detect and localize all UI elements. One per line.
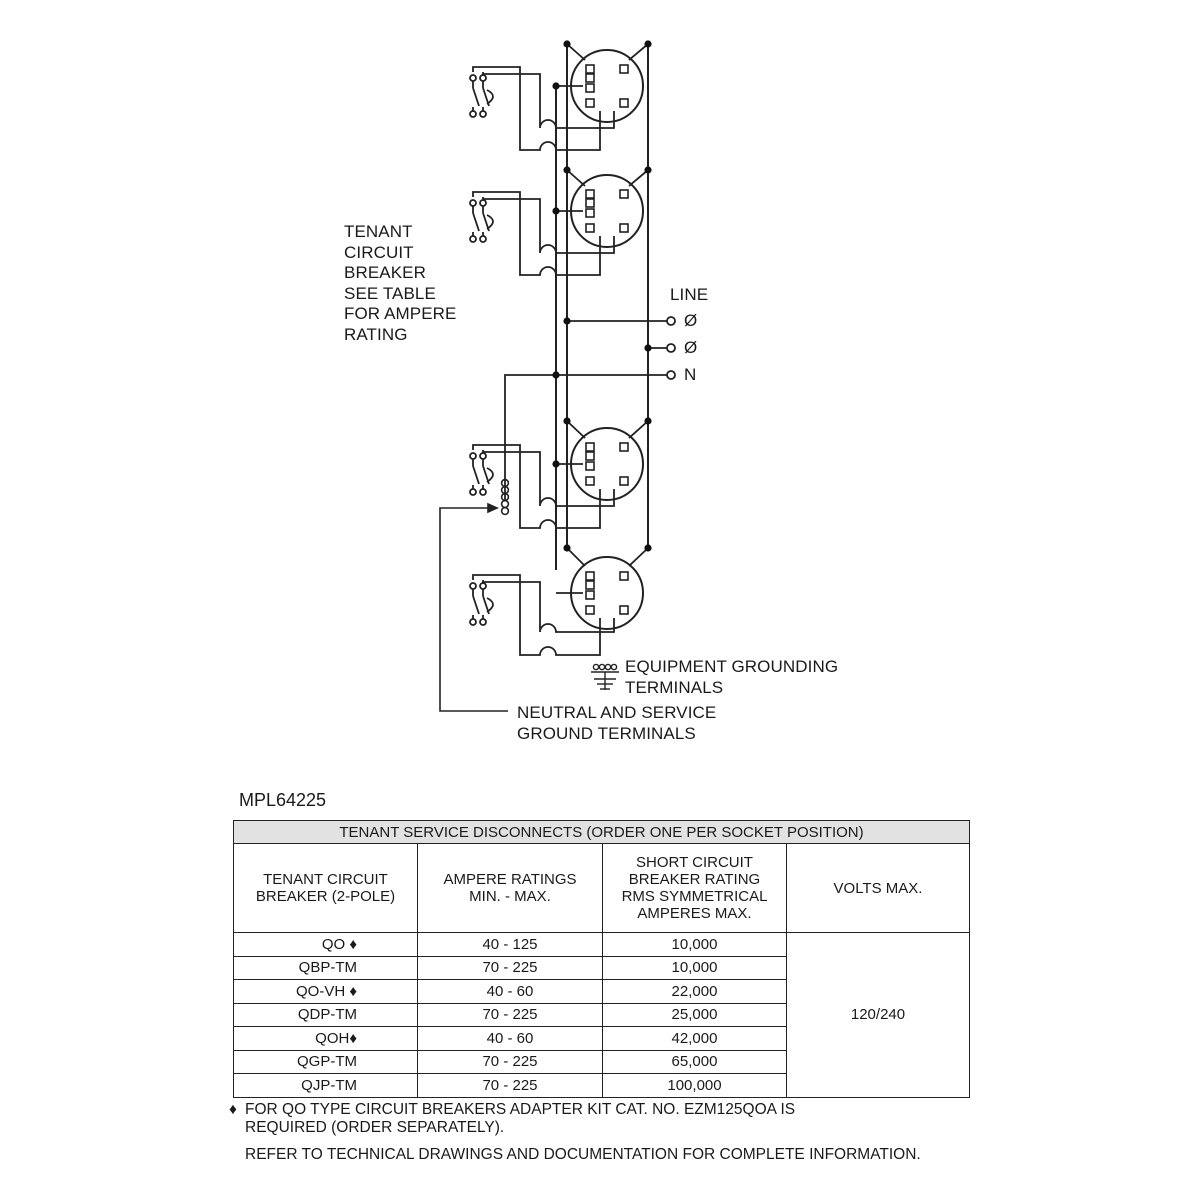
column-header: SHORT CIRCUIT BREAKER RATING RMS SYMMETR… bbox=[602, 843, 787, 933]
breaker-name: QJP-TM bbox=[301, 1076, 357, 1094]
short-circuit-cell: 100,000 bbox=[602, 1073, 787, 1098]
breaker-name: QOH bbox=[315, 1029, 350, 1047]
breaker-name: QDP-TM bbox=[297, 1006, 357, 1024]
amps-cell: 40 - 125 bbox=[417, 932, 603, 957]
amps-cell: 70 - 225 bbox=[417, 955, 603, 980]
model-number: MPL64225 bbox=[239, 790, 327, 810]
breaker-name: QGP-TM bbox=[297, 1053, 357, 1071]
ground-label-line: EQUIPMENT GROUNDING bbox=[625, 657, 839, 676]
callout-line: SEE TABLE bbox=[344, 283, 436, 303]
column-header: TENANT CIRCUIT BREAKER (2-POLE) bbox=[233, 843, 418, 933]
header-line: AMPERES MAX. bbox=[637, 905, 752, 922]
breaker-symbol bbox=[469, 582, 494, 626]
ground-label-line: TERMINALS bbox=[625, 677, 724, 697]
callout-line: RATING bbox=[344, 324, 408, 344]
diamond-icon: ♦ bbox=[349, 935, 357, 953]
table-row: QBP-TM 70 - 225 10,000 bbox=[233, 955, 970, 980]
table-row: QO-VH ♦ 40 - 60 22,000 bbox=[233, 979, 970, 1004]
header-line: RMS SYMMETRICAL bbox=[621, 888, 768, 905]
terminal-circles bbox=[666, 316, 676, 380]
header-line: MIN. - MAX. bbox=[469, 888, 551, 905]
reference-note: REFER TO TECHNICAL DRAWINGS AND DOCUMENT… bbox=[245, 1146, 921, 1163]
short-circuit-cell: 25,000 bbox=[602, 1002, 787, 1027]
table-row: QJP-TM 70 - 225 100,000 bbox=[233, 1073, 970, 1098]
footnote: ♦ FOR QO TYPE CIRCUIT BREAKERS ADAPTER K… bbox=[229, 1101, 921, 1137]
column-header: VOLTS MAX. bbox=[786, 843, 970, 933]
breaker-symbol bbox=[469, 199, 494, 243]
header-line: VOLTS MAX. bbox=[833, 879, 923, 897]
table-row: QO ♦ 40 - 125 10,000 120/240 bbox=[233, 932, 970, 1098]
disconnects-table: TENANT SERVICE DISCONNECTS (ORDER ONE PE… bbox=[233, 820, 970, 1098]
neutral-ground-label-line: GROUND TERMINALS bbox=[517, 723, 696, 743]
header-line: SHORT CIRCUIT bbox=[636, 854, 753, 871]
neutral-leader bbox=[439, 502, 508, 712]
phase-label: Ø bbox=[684, 311, 698, 330]
amps-cell: 70 - 225 bbox=[417, 1049, 603, 1074]
table-row: QGP-TM 70 - 225 65,000 bbox=[233, 1049, 970, 1074]
breaker-cell: QOH♦ bbox=[233, 1026, 418, 1051]
line-label: LINE bbox=[670, 285, 709, 304]
wiring-diagram bbox=[439, 40, 676, 712]
diamond-icon: ♦ bbox=[349, 1029, 357, 1047]
breaker-cell: QBP-TM bbox=[233, 955, 418, 980]
table-title: TENANT SERVICE DISCONNECTS (ORDER ONE PE… bbox=[233, 820, 970, 844]
header-line: BREAKER (2-POLE) bbox=[255, 888, 396, 905]
callout-line: FOR AMPERE bbox=[344, 304, 457, 323]
short-circuit-cell: 65,000 bbox=[602, 1049, 787, 1074]
footnote-line: REQUIRED (ORDER SEPARATELY). bbox=[245, 1119, 505, 1136]
header-line: BREAKER RATING bbox=[628, 871, 761, 888]
junction-dots bbox=[552, 40, 652, 552]
breaker-callout: TENANT CIRCUIT BREAKER SEE TABLE FOR AMP… bbox=[344, 222, 456, 345]
callout-line: TENANT bbox=[344, 222, 413, 241]
footnotes: ♦ FOR QO TYPE CIRCUIT BREAKERS ADAPTER K… bbox=[229, 1101, 921, 1164]
short-circuit-cell: 10,000 bbox=[602, 932, 787, 957]
breaker-cell: QO-VH ♦ bbox=[233, 979, 418, 1004]
diamond-icon: ♦ bbox=[349, 982, 357, 1000]
breaker-cell: QDP-TM bbox=[233, 1002, 418, 1027]
amps-cell: 40 - 60 bbox=[417, 1026, 603, 1051]
footnote-line: FOR QO TYPE CIRCUIT BREAKERS ADAPTER KIT… bbox=[245, 1101, 796, 1118]
table-row: QOH♦ 40 - 60 42,000 bbox=[233, 1026, 970, 1051]
breaker-cell: QJP-TM bbox=[233, 1073, 418, 1098]
neutral-ground-label: NEUTRAL AND SERVICE GROUND TERMINALS bbox=[517, 703, 716, 744]
amps-cell: 70 - 225 bbox=[417, 1073, 603, 1098]
short-circuit-cell: 22,000 bbox=[602, 979, 787, 1004]
neutral-bar bbox=[500, 478, 510, 516]
callout-line: CIRCUIT bbox=[344, 242, 414, 262]
amps-cell: 40 - 60 bbox=[417, 979, 603, 1004]
breaker-symbol bbox=[469, 74, 494, 118]
breaker-name: QO-VH bbox=[296, 982, 346, 1000]
short-circuit-cell: 42,000 bbox=[602, 1026, 787, 1051]
header-line: TENANT CIRCUIT bbox=[263, 871, 388, 888]
breaker-symbol bbox=[469, 452, 494, 496]
breaker-cell: QO ♦ bbox=[233, 932, 418, 957]
breaker-wiring bbox=[472, 66, 615, 656]
neutral-ground-label-line: NEUTRAL AND SERVICE bbox=[517, 703, 717, 722]
breaker-cell: QGP-TM bbox=[233, 1049, 418, 1074]
breaker-name: QO bbox=[321, 935, 346, 953]
breaker-name: QBP-TM bbox=[298, 959, 357, 977]
neutral-label-n: N bbox=[684, 365, 697, 384]
table-row: QDP-TM 70 - 225 25,000 bbox=[233, 1002, 970, 1027]
header-line: AMPERE RATINGS bbox=[443, 871, 577, 888]
amps-cell: 70 - 225 bbox=[417, 1002, 603, 1027]
column-header: AMPERE RATINGS MIN. - MAX. bbox=[417, 843, 603, 933]
volts-cell: 120/240 bbox=[786, 932, 970, 1098]
socket-feed-wires bbox=[556, 43, 649, 594]
diamond-icon: ♦ bbox=[229, 1101, 237, 1118]
callout-line: BREAKER bbox=[344, 263, 426, 282]
equipment-ground-icon bbox=[591, 663, 619, 690]
phase-label: Ø bbox=[684, 338, 698, 357]
short-circuit-cell: 10,000 bbox=[602, 955, 787, 980]
ground-label: EQUIPMENT GROUNDING TERMINALS bbox=[625, 657, 838, 698]
